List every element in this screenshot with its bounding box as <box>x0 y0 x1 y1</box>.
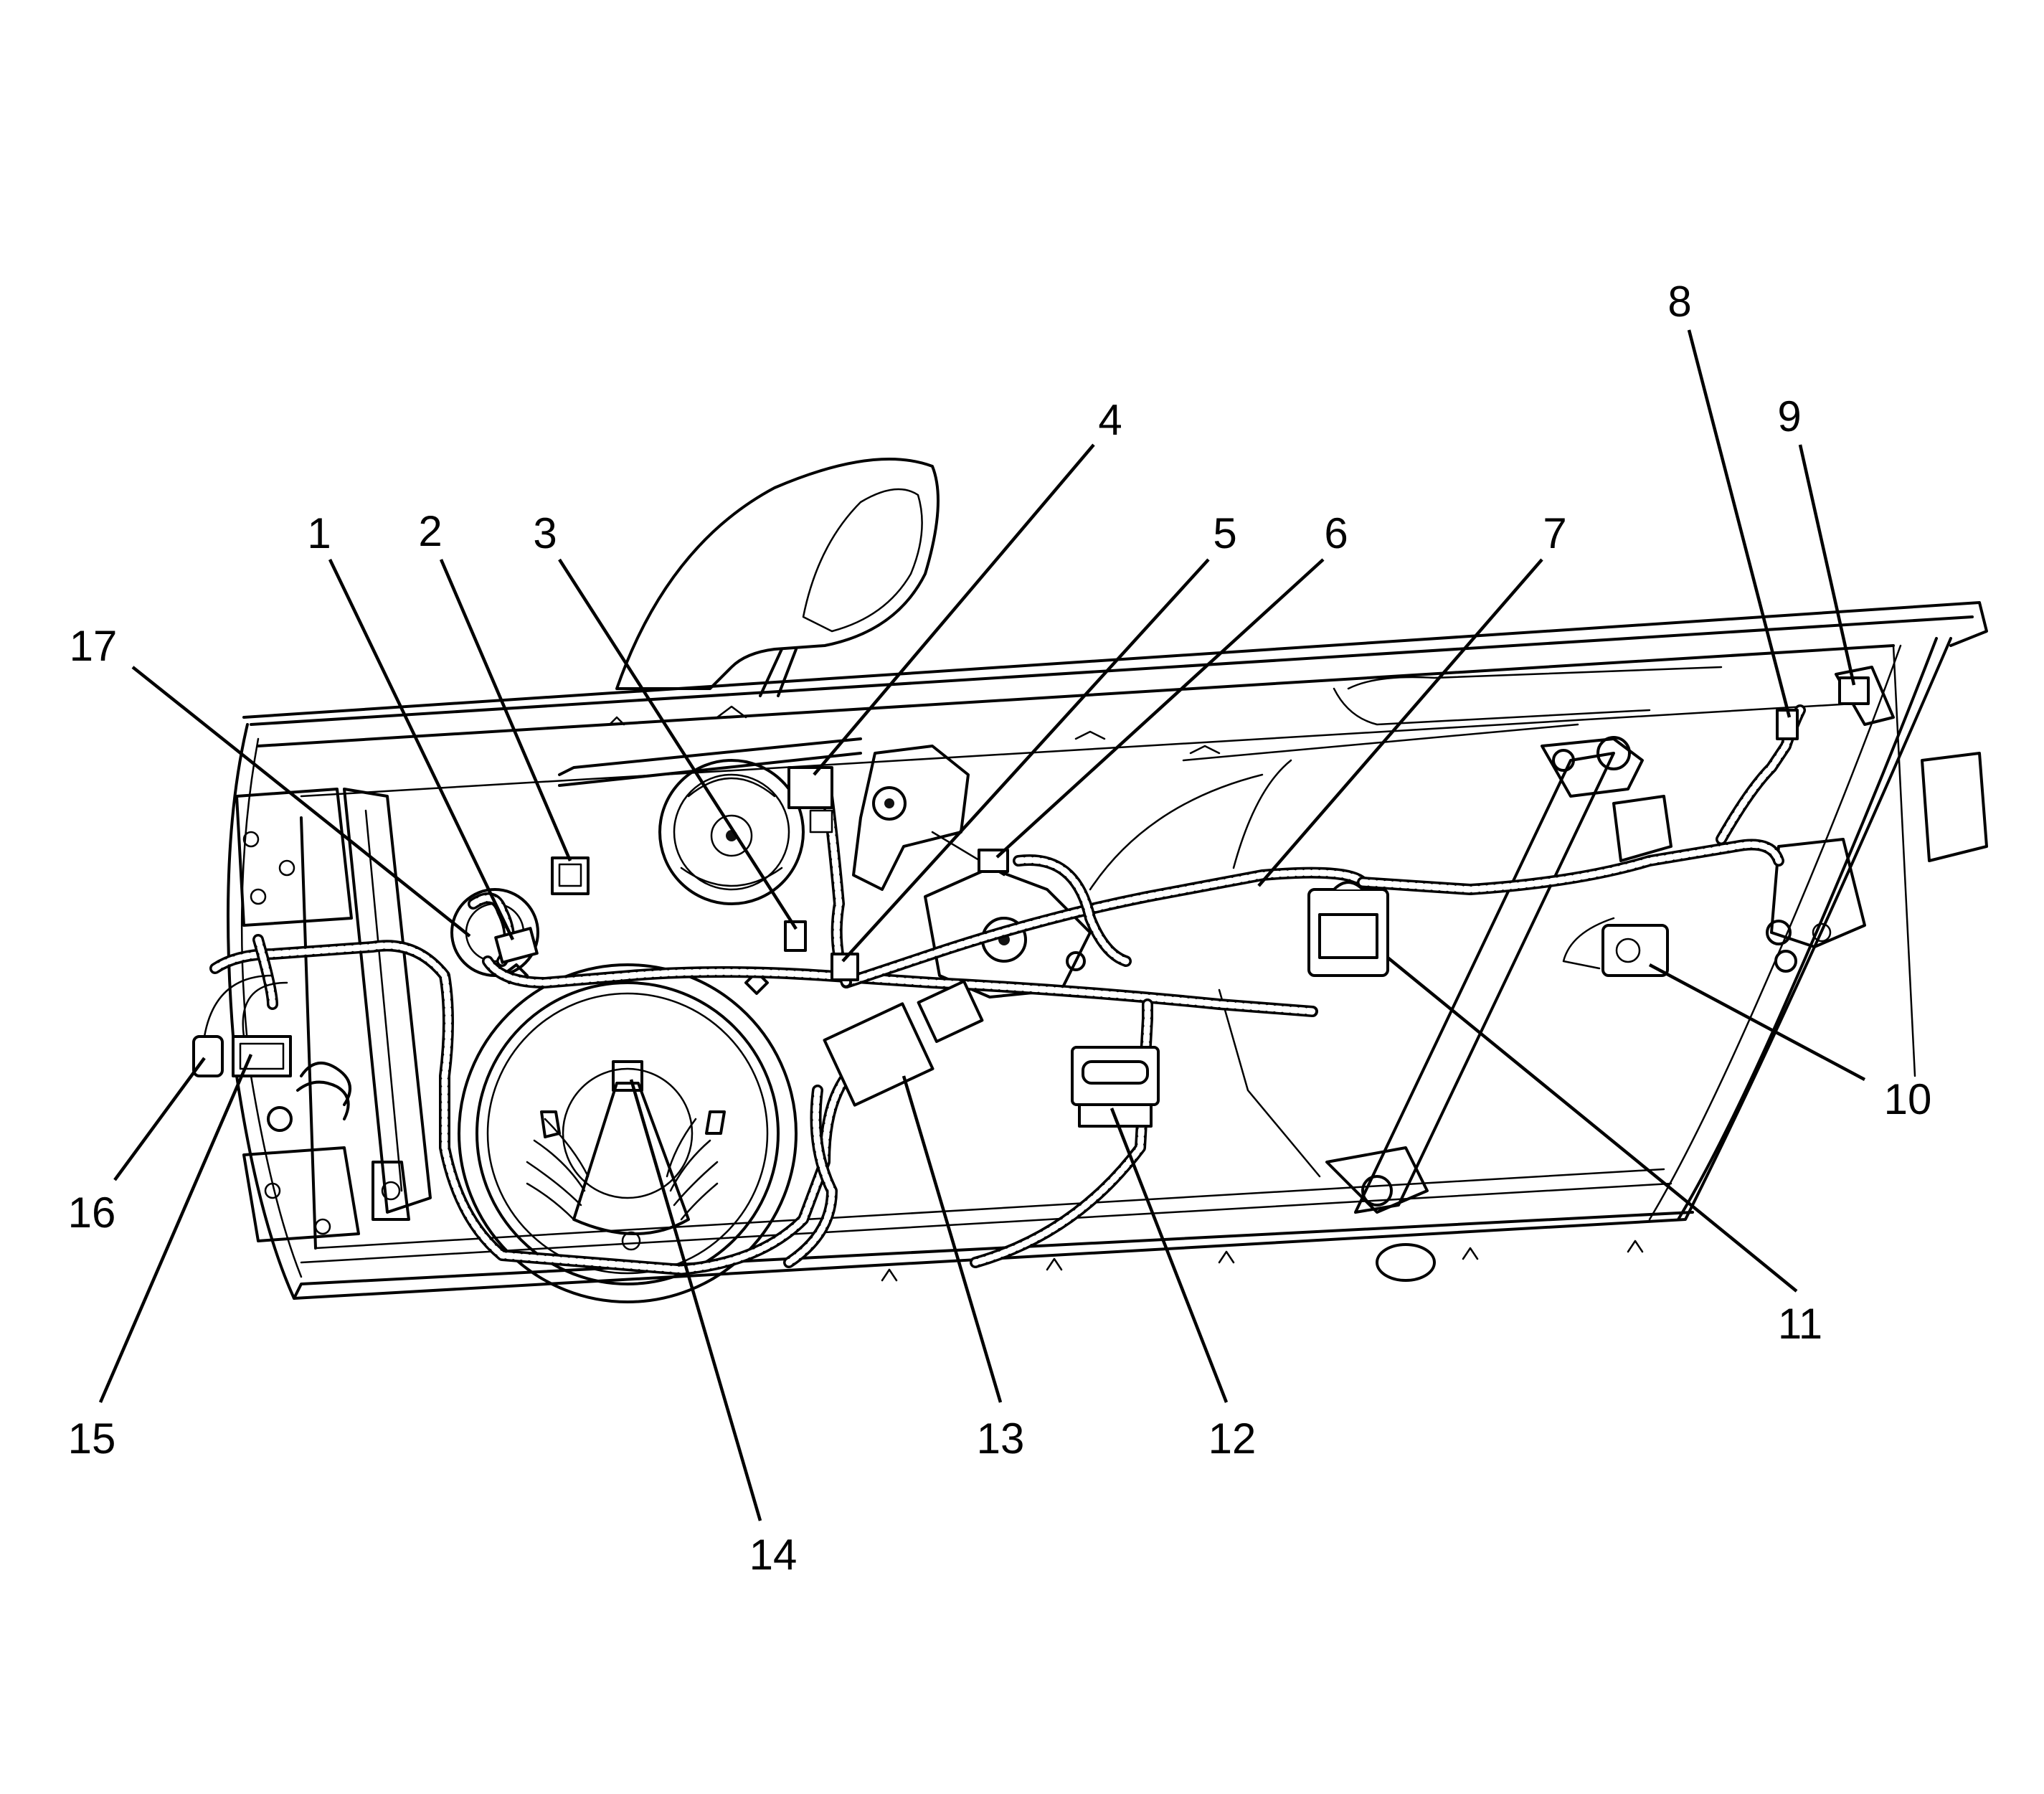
callout-2: 2 <box>418 507 442 555</box>
leader-2 <box>439 559 572 861</box>
callout-5: 5 <box>1213 509 1236 557</box>
leader-13 <box>902 1075 1003 1403</box>
callout-9: 9 <box>1777 392 1801 440</box>
leader-14 <box>629 1079 762 1521</box>
leader-9 <box>1798 444 1856 686</box>
callout-leaders <box>98 329 1866 1521</box>
leader-8 <box>1687 329 1792 718</box>
leader-5 <box>841 558 1210 963</box>
callout-6: 6 <box>1324 509 1348 557</box>
leader-6 <box>995 558 1325 859</box>
callout-labels: 1 2 3 4 5 6 7 8 9 10 11 12 13 14 15 16 1… <box>68 278 1932 1579</box>
wiring-harness <box>209 704 1806 1275</box>
leader-11 <box>1386 956 1798 1293</box>
callout-1: 1 <box>307 509 331 557</box>
callout-4: 4 <box>1098 396 1122 444</box>
window-regulator <box>1218 736 1672 1214</box>
callout-11: 11 <box>1778 1300 1822 1348</box>
woofer-speaker <box>458 963 798 1303</box>
callout-10: 10 <box>1884 1075 1932 1123</box>
lower-clips <box>881 1240 1644 1282</box>
door-latch <box>1766 666 1895 973</box>
upper-rail <box>558 705 1579 787</box>
callout-14: 14 <box>749 1531 798 1579</box>
leader-15 <box>98 1054 253 1403</box>
lock-actuator <box>852 745 1092 998</box>
leader-16 <box>113 1057 206 1181</box>
leader-17 <box>131 666 471 938</box>
callout-7: 7 <box>1543 509 1566 557</box>
callout-15: 15 <box>68 1415 116 1463</box>
callout-17: 17 <box>70 622 118 670</box>
leader-3 <box>558 558 798 930</box>
leader-10 <box>1648 963 1866 1081</box>
leader-12 <box>1109 1108 1229 1403</box>
tweeter-speaker <box>658 759 805 905</box>
leader-1 <box>328 559 515 940</box>
callout-8: 8 <box>1667 278 1691 326</box>
hinge-assembly <box>235 788 432 1242</box>
callout-13: 13 <box>977 1415 1025 1463</box>
side-mirror <box>615 458 940 697</box>
leader-4 <box>813 443 1095 776</box>
callout-3: 3 <box>533 509 557 557</box>
leader-7 <box>1257 558 1543 887</box>
callout-16: 16 <box>68 1189 116 1237</box>
callout-12: 12 <box>1208 1415 1257 1463</box>
